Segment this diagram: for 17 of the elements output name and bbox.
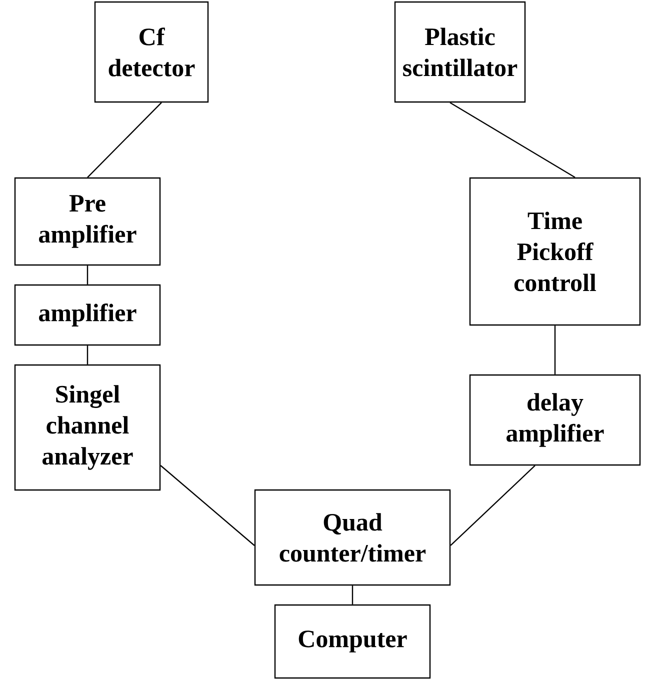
process-box: amplifier: [14, 284, 161, 346]
connector-line: [450, 465, 536, 546]
connector-line: [450, 102, 576, 178]
process-box: Pre amplifier: [14, 177, 161, 266]
connector-line: [86, 266, 88, 284]
process-box: Plastic scintillator: [394, 1, 526, 103]
process-box: Quad counter/timer: [254, 489, 451, 586]
connector-line: [352, 586, 354, 604]
process-box: Computer: [274, 604, 431, 679]
process-box: Time Pickoff controll: [469, 177, 641, 326]
process-box: Singel channel analyzer: [14, 364, 161, 491]
process-box: delay amplifier: [469, 374, 641, 466]
connector-line: [87, 102, 162, 178]
process-box: Cf detector: [94, 1, 209, 103]
connector-line: [554, 326, 556, 374]
connector-line: [160, 465, 255, 546]
connector-line: [86, 346, 88, 364]
